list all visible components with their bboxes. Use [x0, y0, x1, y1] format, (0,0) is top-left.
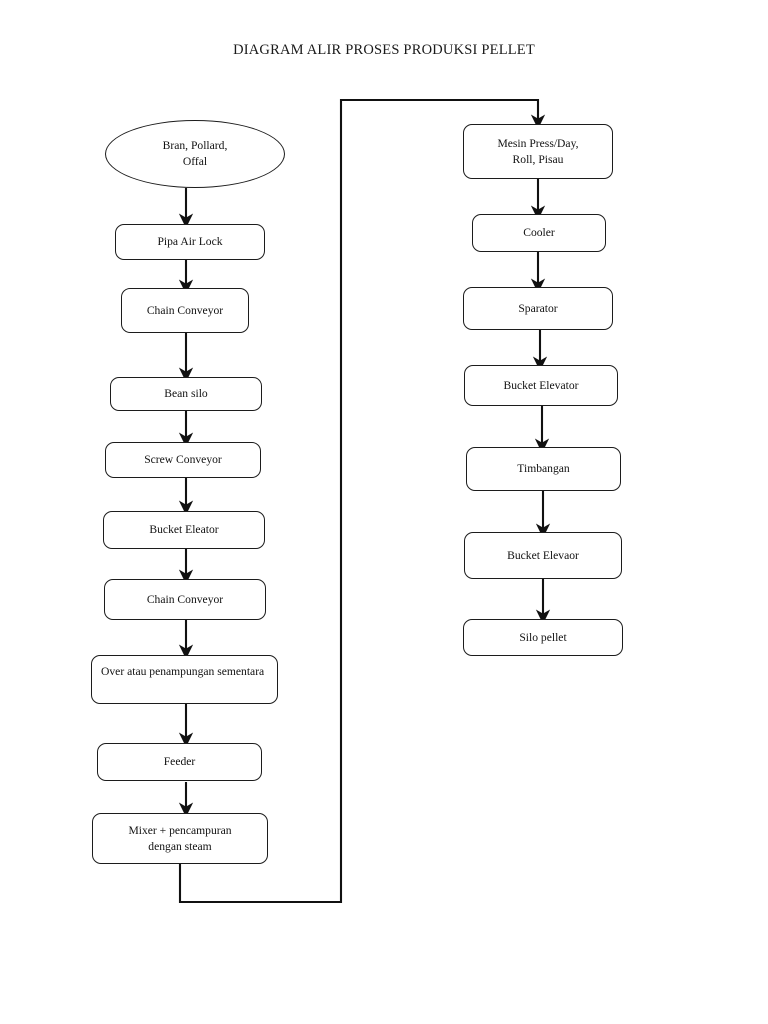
- node-feeder[interactable]: Feeder: [97, 743, 262, 781]
- page-title: DIAGRAM ALIR PROSES PRODUKSI PELLET: [233, 42, 535, 58]
- node-label: Cooler: [523, 226, 555, 240]
- node-label: Feeder: [163, 755, 196, 769]
- node-label: Screw Conveyor: [144, 453, 222, 467]
- node-label: Bucket Eleator: [149, 523, 219, 537]
- node-raw-material[interactable]: Bran, Pollard, Offal: [105, 120, 285, 188]
- node-label: Timbangan: [517, 462, 570, 476]
- node-pipa-air-lock[interactable]: Pipa Air Lock: [115, 224, 265, 260]
- node-chain-conveyor-2[interactable]: Chain Conveyor: [104, 579, 266, 620]
- node-label: Chain Conveyor: [146, 592, 224, 606]
- node-sparator[interactable]: Sparator: [463, 287, 613, 330]
- node-timbangan[interactable]: Timbangan: [466, 447, 621, 491]
- node-silo-pellet[interactable]: Silo pellet: [463, 619, 623, 656]
- node-bucket-elevator[interactable]: Bucket Elevator: [464, 365, 618, 406]
- node-label: Mixer + pencampuran dengan steam: [128, 823, 232, 853]
- node-over-penampungan[interactable]: Over atau penampungan sementara: [91, 655, 278, 704]
- node-label: Pipa Air Lock: [157, 235, 223, 249]
- node-label: Sparator: [518, 301, 558, 315]
- node-label: Silo pellet: [519, 630, 567, 644]
- node-label: Over atau penampungan sementara: [101, 665, 265, 678]
- edge-n10-n11-connector: [178, 98, 546, 904]
- node-label: Chain Conveyor: [146, 303, 224, 317]
- node-cooler[interactable]: Cooler: [472, 214, 606, 252]
- node-label: Bran, Pollard, Offal: [162, 139, 228, 168]
- node-bucket-eleator[interactable]: Bucket Eleator: [103, 511, 265, 549]
- node-label: Bucket Elevator: [503, 378, 579, 392]
- node-mixer[interactable]: Mixer + pencampuran dengan steam: [92, 813, 268, 864]
- node-bean-silo[interactable]: Bean silo: [110, 377, 262, 411]
- node-mesin-press[interactable]: Mesin Press/Day, Roll, Pisau: [463, 124, 613, 179]
- node-chain-conveyor-1[interactable]: Chain Conveyor: [121, 288, 249, 333]
- node-bucket-elevaor[interactable]: Bucket Elevaor: [464, 532, 622, 579]
- node-label: Bucket Elevaor: [507, 548, 579, 562]
- node-label: Bean silo: [164, 387, 208, 401]
- node-screw-conveyor[interactable]: Screw Conveyor: [105, 442, 261, 478]
- node-label: Mesin Press/Day, Roll, Pisau: [497, 136, 579, 166]
